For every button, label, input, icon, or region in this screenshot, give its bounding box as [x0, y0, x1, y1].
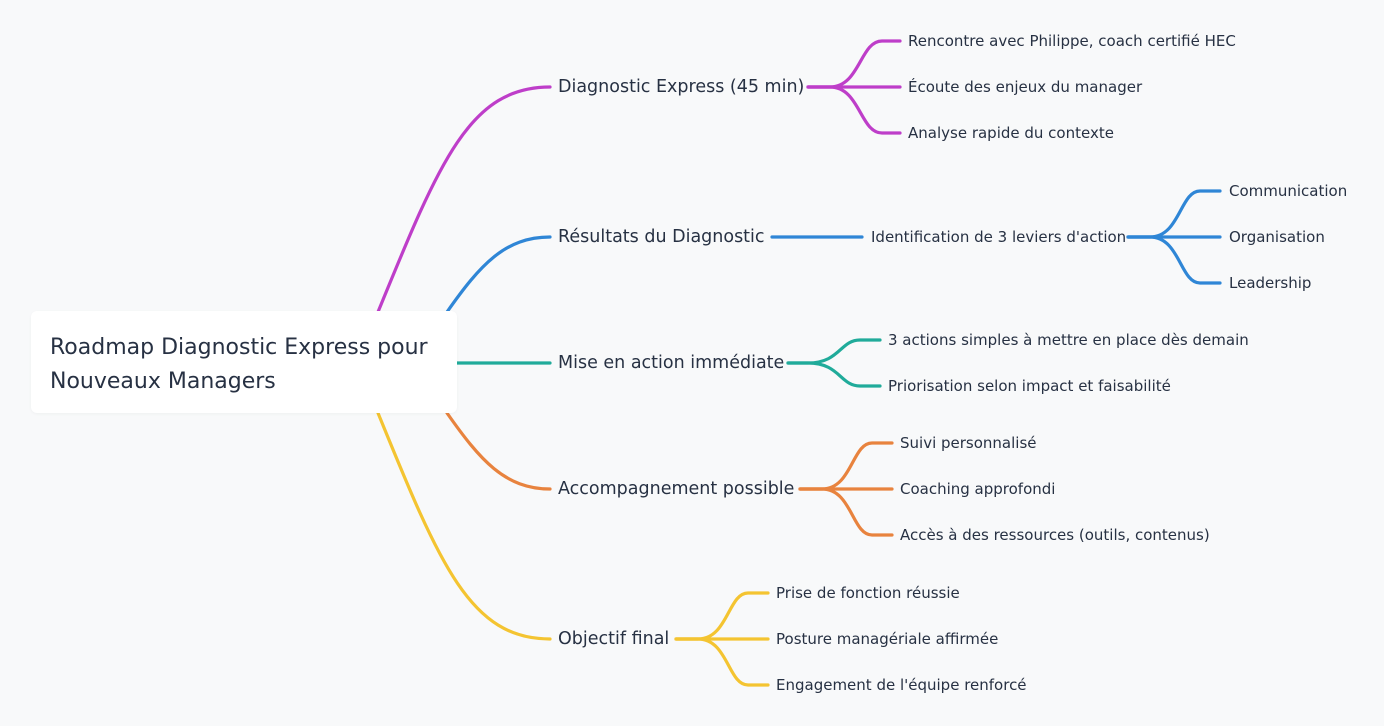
connector-root-accompagnement [445, 411, 552, 491]
branch-mise-en-action[interactable]: Mise en action immédiate [558, 353, 785, 373]
leaf-engagement-equipe[interactable]: Engagement de l'équipe renforcé [776, 676, 1027, 694]
leaf-coaching-approfondi[interactable]: Coaching approfondi [900, 480, 1056, 498]
connector-res-leaf-1 [1126, 189, 1222, 239]
connector-acc-leaf-1 [798, 441, 894, 491]
branch-diagnostic-express[interactable]: Diagnostic Express (45 min) [558, 77, 805, 97]
leaf-rencontre-philippe[interactable]: Rencontre avec Philippe, coach certifié … [908, 32, 1236, 50]
root-node[interactable]: Roadmap Diagnostic Express pour Nouveaux… [31, 311, 457, 413]
connector-diag-leaf-3 [806, 85, 902, 135]
connector-root-diagnostic [376, 85, 552, 314]
leaf-ecoute-enjeux[interactable]: Écoute des enjeux du manager [908, 78, 1143, 96]
leaf-3-actions-simples[interactable]: 3 actions simples à mettre en place dès … [888, 331, 1249, 349]
leaf-suivi-personnalise[interactable]: Suivi personnalisé [900, 434, 1037, 452]
node-identification-leviers[interactable]: Identification de 3 leviers d'action [871, 228, 1127, 246]
leaf-posture-manageriale[interactable]: Posture managériale affirmée [776, 630, 999, 648]
leaf-prise-de-fonction[interactable]: Prise de fonction réussie [776, 584, 960, 602]
leaf-priorisation[interactable]: Priorisation selon impact et faisabilité [888, 377, 1171, 395]
root-title-line-2: Nouveaux Managers [50, 369, 276, 394]
connector-root-objectif [376, 411, 552, 641]
connector-acc-leaf-3 [798, 487, 894, 537]
branch-resultats-diagnostic[interactable]: Résultats du Diagnostic [558, 227, 765, 247]
connector-act-leaf-1 [786, 338, 882, 365]
connector-act-leaf-2 [786, 361, 882, 388]
connector-res-leaf-3 [1126, 235, 1222, 285]
connector-root-resultats [445, 235, 552, 314]
leaf-analyse-contexte[interactable]: Analyse rapide du contexte [908, 124, 1114, 142]
connector-diag-leaf-1 [806, 39, 902, 89]
connector-obj-leaf-3 [674, 637, 770, 687]
leaf-leadership[interactable]: Leadership [1229, 274, 1312, 292]
connector-obj-leaf-1 [674, 591, 770, 641]
leaf-organisation[interactable]: Organisation [1229, 228, 1325, 246]
branch-accompagnement[interactable]: Accompagnement possible [558, 479, 795, 499]
root-title-line-1: Roadmap Diagnostic Express pour [50, 335, 428, 360]
leaf-acces-ressources[interactable]: Accès à des ressources (outils, contenus… [900, 526, 1210, 544]
branch-objectif-final[interactable]: Objectif final [558, 629, 670, 649]
leaf-communication[interactable]: Communication [1229, 182, 1348, 200]
